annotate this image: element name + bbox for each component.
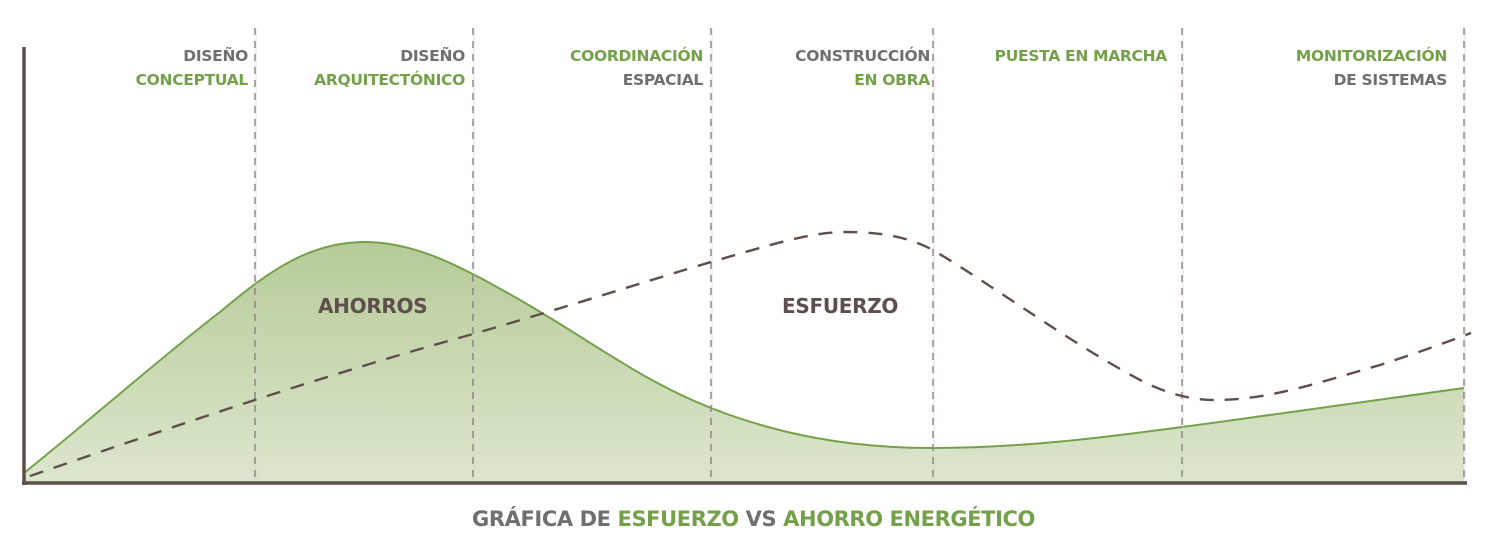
annotation-ahorros: AHORROS [318, 294, 428, 318]
chart-title-part: VS [738, 507, 784, 531]
chart-title-part: ESFUERZO [617, 507, 740, 531]
phase-label-puesta-en-marcha: PUESTA EN MARCHA [994, 44, 1168, 68]
effort-line [29, 230, 1472, 478]
chart-title: GRÁFICA DE ESFUERZO VS AHORRO ENERGÉTICO [0, 507, 1507, 531]
savings-line [23, 240, 1465, 474]
phase-label-line1: PUESTA EN MARCHA [994, 47, 1168, 65]
phase-label-line2: DE SISTEMAS [1333, 71, 1448, 89]
phase-label-line1: CONSTRUCCIÓN [795, 47, 930, 65]
phase-label-line2: ARQUITECTÓNICO [314, 71, 465, 89]
phase-label-line1: COORDINACIÓN [570, 47, 703, 65]
annotation-esfuerzo: ESFUERZO [782, 294, 899, 318]
chart-title-part: AHORRO ENERGÉTICO [783, 507, 1035, 531]
phase-label-diseno-conceptual: DISEÑO CONCEPTUAL [135, 44, 249, 92]
phase-label-line1: DISEÑO [183, 47, 248, 65]
phase-label-line2: ESPACIAL [622, 71, 704, 89]
phase-label-line2: EN OBRA [854, 71, 930, 89]
chart-title-part: GRÁFICA DE [472, 507, 618, 531]
phase-label-line1: DISEÑO [400, 47, 465, 65]
phase-label-line2: CONCEPTUAL [135, 71, 249, 89]
phase-label-monitorizacion-de-sistemas: MONITORIZACIÓN DE SISTEMAS [1296, 44, 1447, 92]
phase-label-line1: MONITORIZACIÓN [1295, 47, 1447, 65]
phase-dividers [254, 28, 1465, 483]
phase-label-construccion-en-obra: CONSTRUCCIÓN EN OBRA [795, 44, 930, 92]
savings-area [24, 242, 1464, 483]
phase-label-coordinacion-espacial: COORDINACIÓN ESPACIAL [570, 44, 703, 92]
phase-label-diseno-arquitectonico: DISEÑO ARQUITECTÓNICO [314, 44, 465, 92]
